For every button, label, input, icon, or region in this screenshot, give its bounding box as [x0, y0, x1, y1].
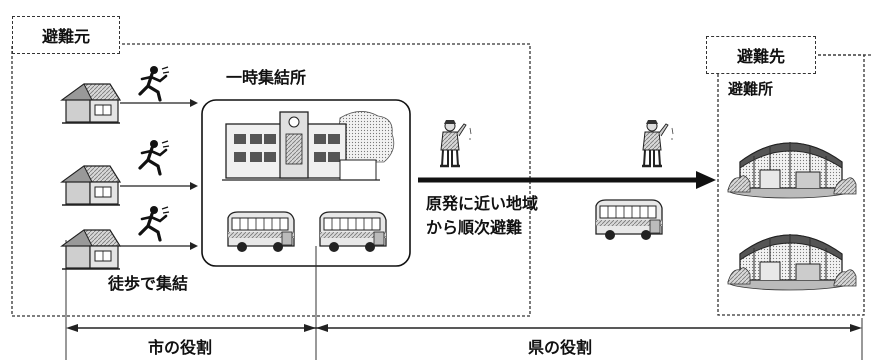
gymnasium-icon [727, 141, 857, 199]
school-building-icon [222, 111, 395, 181]
assembly-point-label: 一時集結所 [226, 68, 307, 87]
walk-label: 徒歩で集結 [108, 274, 189, 293]
bus-icon [227, 211, 295, 253]
destination-label-text: 避難先 [736, 47, 785, 66]
bus-icon [595, 199, 663, 241]
runner-icon [138, 138, 171, 176]
runner-icon [138, 204, 171, 242]
shelter-label: 避難所 [728, 80, 774, 98]
route-label-line1: 原発に近い地域 [426, 194, 539, 213]
prefecture-role-label: 県の役割 [528, 338, 593, 357]
runner-icon [138, 64, 171, 102]
assembly-point-frame [201, 99, 411, 267]
bus-icon [319, 211, 387, 253]
destination-label: 避難先 [706, 36, 816, 74]
police-officer-icon [438, 118, 473, 168]
house-icon [61, 165, 121, 206]
city-role-label: 市の役割 [148, 338, 213, 357]
origin-label: 避難元 [12, 16, 120, 54]
route-label-line2: から順次避難 [426, 218, 523, 237]
house-icon [61, 83, 121, 124]
police-officer-icon [640, 118, 675, 168]
house-icon [61, 229, 121, 270]
origin-label-text: 避難元 [41, 27, 90, 46]
gymnasium-icon [727, 233, 857, 291]
